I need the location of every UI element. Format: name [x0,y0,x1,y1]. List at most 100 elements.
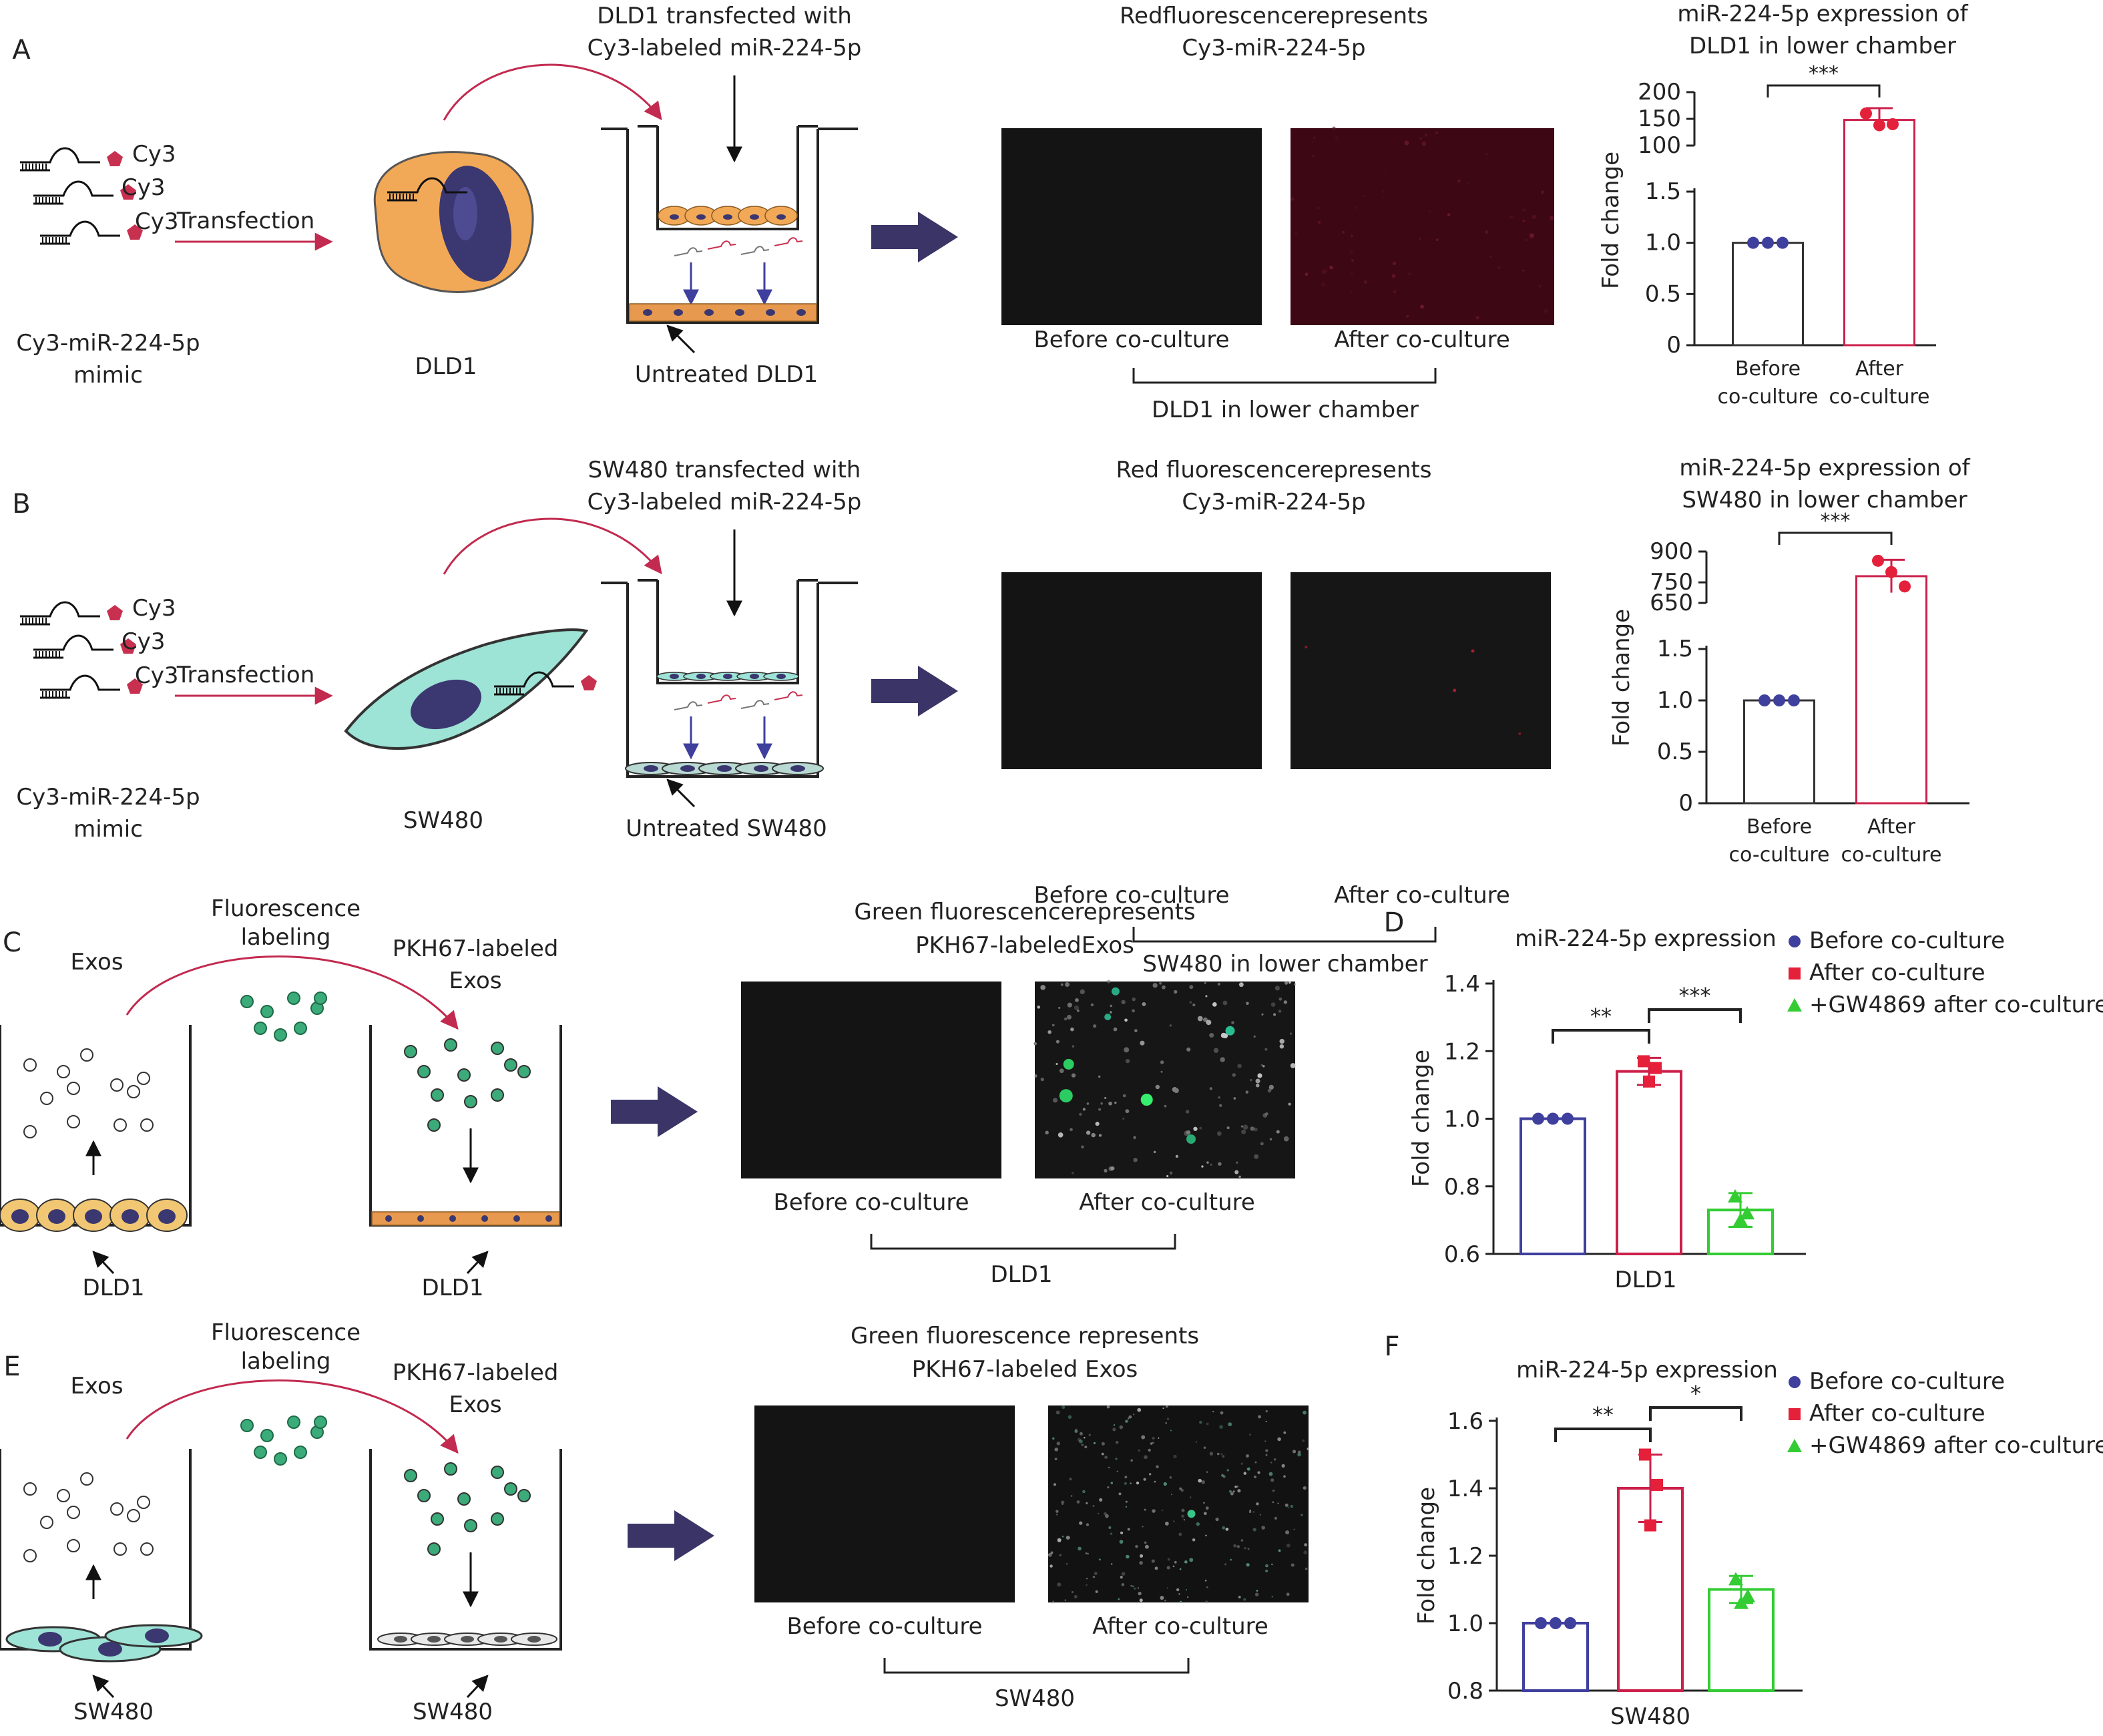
fluorescent-spot [1259,1514,1262,1516]
fluorescent-spot [1060,983,1064,986]
exosome [127,1509,140,1522]
fluorescent-spot [1471,649,1475,653]
fluorescent-spot [1283,1000,1288,1004]
exosome [113,1542,127,1556]
fluorescent-spot [1240,1539,1244,1542]
fluorescent-spot [1350,234,1354,238]
fluorescent-spot [1132,997,1136,1002]
fluorescent-spot [1234,1170,1239,1174]
fluorescent-spot [1222,1526,1226,1530]
exos-label: Exos [70,1373,123,1399]
legend-marker [1787,998,1802,1012]
data-point [1747,236,1759,249]
fluorescent-spot [1086,1502,1088,1504]
fluorescent-spot [1351,259,1354,262]
donor-pointer [92,1675,115,1699]
recipient-nucleus [513,1215,520,1222]
transwell-title: SW480 transfected with [588,457,861,483]
data-point [1860,107,1872,120]
exosome [491,1512,504,1526]
fluorescent-spot [1202,1017,1208,1022]
exosome [517,1065,531,1078]
fluorescent-spot [1152,1442,1154,1444]
fluorescent-spot [1317,206,1320,210]
donor-pointer [92,1251,115,1275]
fluorescent-spot [1174,1560,1177,1564]
fluorescent-spot [1133,1414,1135,1416]
lower-nucleus [754,765,768,772]
exosome [427,1542,441,1556]
floating-rna [774,691,803,700]
fluorescent-spot [1124,1047,1130,1053]
fluorescent-spot [1098,1134,1102,1137]
recipient-nucleus [385,1215,392,1222]
exosome [57,1489,70,1502]
fluorescent-spot [1090,1003,1094,1007]
cy3-tag-2: Cy3 [122,628,166,655]
fluorescence-title-2: PKH67-labeled Exos [912,1356,1138,1383]
y-tick-label: 1.5 [1657,636,1693,662]
curved-arrow [443,63,662,121]
fluorescent-spot [1162,1407,1164,1409]
fluorescent-spot [1220,1453,1223,1456]
fluorescent-spot [1059,1089,1073,1103]
significance-label: ** [1590,1004,1612,1029]
fluorescent-spot [1303,1550,1307,1554]
fluorescent-spot [1113,1027,1118,1032]
fluorescent-spot [1489,255,1492,258]
fluorescent-spot [1258,1415,1262,1419]
fluorescent-spot [1203,1446,1206,1449]
fluorescent-spot [1297,1452,1301,1457]
chart-title: miR-224-5p expression [1516,1357,1778,1383]
fluorescent-spot [1144,1541,1147,1544]
recipient-nucleus [449,1215,456,1222]
fluorescence-labeling-label-2: labeling [241,924,331,951]
x-tick-label-2: co-culture [1718,385,1819,409]
floating-rna [707,694,736,704]
fluorescent-spot [1253,1127,1258,1132]
fluorescent-spot [1283,1475,1286,1478]
exosome [57,1065,70,1078]
mimic-strand-1 [20,147,123,172]
fluorescent-spot [1079,1112,1082,1116]
labeled-exosome [274,1028,287,1042]
fluorescent-spot [1068,1415,1072,1420]
beaker [369,1449,562,1651]
fluorescent-spot [1265,1569,1268,1572]
recipient-nucleus [545,1215,552,1222]
fluorescent-spot [1497,266,1501,269]
fluorescent-spot [1219,1104,1222,1107]
fluorescent-spot [1104,1096,1107,1099]
fluorescent-spot [1447,213,1451,216]
fluorescent-spot [1243,1598,1246,1601]
donor-nucleus [85,1209,102,1224]
fluorescent-spot [1252,1528,1256,1532]
transfected-cell [373,151,534,293]
fluorescent-spot [1550,256,1554,260]
fluorescent-spot [1237,1064,1242,1068]
fluorescent-spot [1101,1442,1105,1446]
fluorescent-spot [1522,269,1525,272]
fluorescent-spot [1246,1467,1250,1471]
fluorescent-spot [1094,1572,1098,1575]
chamber-label: SW480 in lower chamber [1142,951,1427,978]
fluorescent-spot [1108,1466,1110,1469]
image-before [754,1405,1015,1602]
fluorescent-spot [1174,1088,1179,1094]
legend-label: After co-culture [1809,959,1985,986]
fluorescent-spot [1152,1437,1155,1440]
micrograph [741,982,1001,1178]
fluorescent-spot [1187,1596,1189,1598]
data-point [1788,694,1800,706]
fluorescent-spot [1236,1485,1239,1488]
fluorescent-spot [1436,238,1439,242]
fluorescent-spot [1076,1500,1080,1504]
lower-nucleus [674,309,683,316]
fluorescent-spot [1119,1425,1124,1430]
fluorescent-spot [1324,268,1328,273]
fluorescent-spot [1058,1132,1064,1138]
fluorescent-spot [1138,1449,1140,1452]
fluorescent-spot [1303,1486,1307,1490]
fluorescent-spot [1084,1446,1088,1449]
